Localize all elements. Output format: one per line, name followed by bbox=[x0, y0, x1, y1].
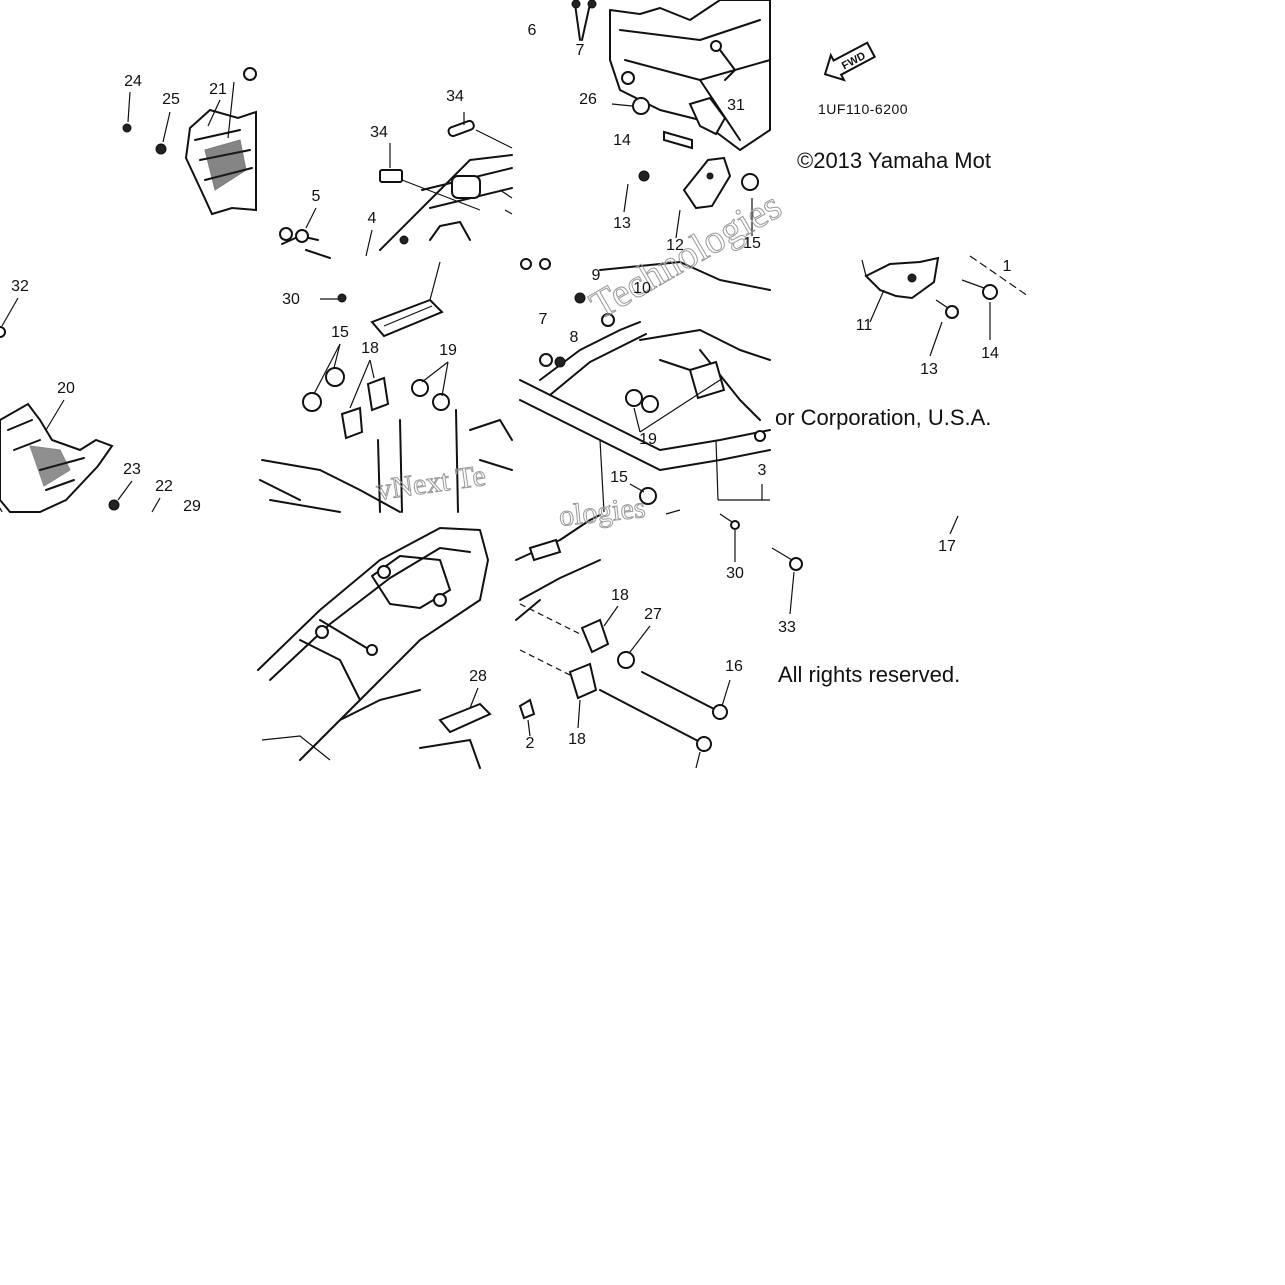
callout-number: 29 bbox=[183, 498, 201, 515]
callout-number: 30 bbox=[282, 291, 300, 308]
callout-number: 25 bbox=[162, 91, 180, 108]
watermark-text: vNext Te bbox=[374, 459, 487, 507]
copyright-line-2: or Corporation, U.S.A. bbox=[775, 405, 991, 430]
callout-number: 34 bbox=[446, 88, 464, 105]
callout-number: 26 bbox=[579, 91, 597, 108]
copyright-line-1: ©2013 Yamaha Mot bbox=[797, 148, 991, 173]
callout-number: 18 bbox=[611, 587, 629, 604]
callout-number: 23 bbox=[123, 461, 141, 478]
callout-number: 18 bbox=[568, 731, 586, 748]
callout-number: 21 bbox=[209, 81, 227, 98]
callout-number: 13 bbox=[613, 215, 631, 232]
fairing-bracket-drawing bbox=[122, 67, 257, 216]
callout-number: 18 bbox=[361, 340, 379, 357]
bracket-11-drawing bbox=[861, 255, 1029, 357]
fwd-arrow-icon: FWD bbox=[823, 41, 877, 82]
main-frame-drawing bbox=[257, 527, 492, 769]
engine-mount-bolts-drawing bbox=[515, 509, 731, 769]
callout-number: 34 bbox=[370, 124, 388, 141]
callout-number: 8 bbox=[570, 329, 579, 346]
copyright-line-3: All rights reserved. bbox=[778, 662, 960, 687]
callout-number: 7 bbox=[576, 42, 585, 59]
callout-number: 19 bbox=[439, 342, 457, 359]
callout-number: 30 bbox=[726, 565, 744, 582]
frame-head-drawing bbox=[571, 0, 771, 239]
callout-number: 11 bbox=[856, 317, 873, 334]
callout-number: 20 bbox=[57, 380, 75, 397]
callout-number: 16 bbox=[725, 658, 743, 675]
callout-number: 33 bbox=[778, 619, 796, 636]
watermark-text: ologies bbox=[557, 491, 647, 533]
part-code: 1UF110-6200 bbox=[818, 101, 908, 117]
fairing-bracket-lower-drawing bbox=[0, 297, 161, 513]
loose-bolts-drawing bbox=[719, 513, 959, 615]
callout-number: 27 bbox=[644, 606, 662, 623]
callout-number: 24 bbox=[124, 73, 142, 90]
frame-pads-drawing bbox=[259, 261, 513, 513]
callout-number: 1 bbox=[1003, 258, 1012, 275]
callout-number: 31 bbox=[727, 97, 745, 114]
callout-number: 7 bbox=[539, 311, 548, 328]
callout-number: 4 bbox=[368, 210, 377, 227]
callout-number: 28 bbox=[469, 668, 487, 685]
callout-number: 10 bbox=[633, 280, 651, 297]
callout-number: 13 bbox=[920, 361, 938, 378]
callout-number: 6 bbox=[528, 22, 537, 39]
callout-number: 19 bbox=[639, 431, 657, 448]
callout-number: 2 bbox=[526, 735, 535, 752]
watermark-text: Technologies bbox=[582, 182, 789, 327]
callout-number: 15 bbox=[743, 235, 761, 252]
frame-rail-drawing bbox=[279, 112, 513, 259]
callout-number: 9 bbox=[592, 267, 601, 284]
callout-number: 14 bbox=[613, 132, 631, 149]
callout-number: 32 bbox=[11, 278, 29, 295]
callout-number: 15 bbox=[331, 324, 349, 341]
callout-number: 14 bbox=[981, 345, 999, 362]
callout-number: 17 bbox=[938, 538, 956, 555]
frame-crossmember-drawing bbox=[519, 258, 771, 513]
callout-number: 22 bbox=[155, 478, 173, 495]
callout-number: 3 bbox=[758, 462, 767, 479]
callout-number: 15 bbox=[610, 469, 628, 486]
callout-number: 12 bbox=[666, 237, 684, 254]
callout-number: 5 bbox=[312, 188, 321, 205]
